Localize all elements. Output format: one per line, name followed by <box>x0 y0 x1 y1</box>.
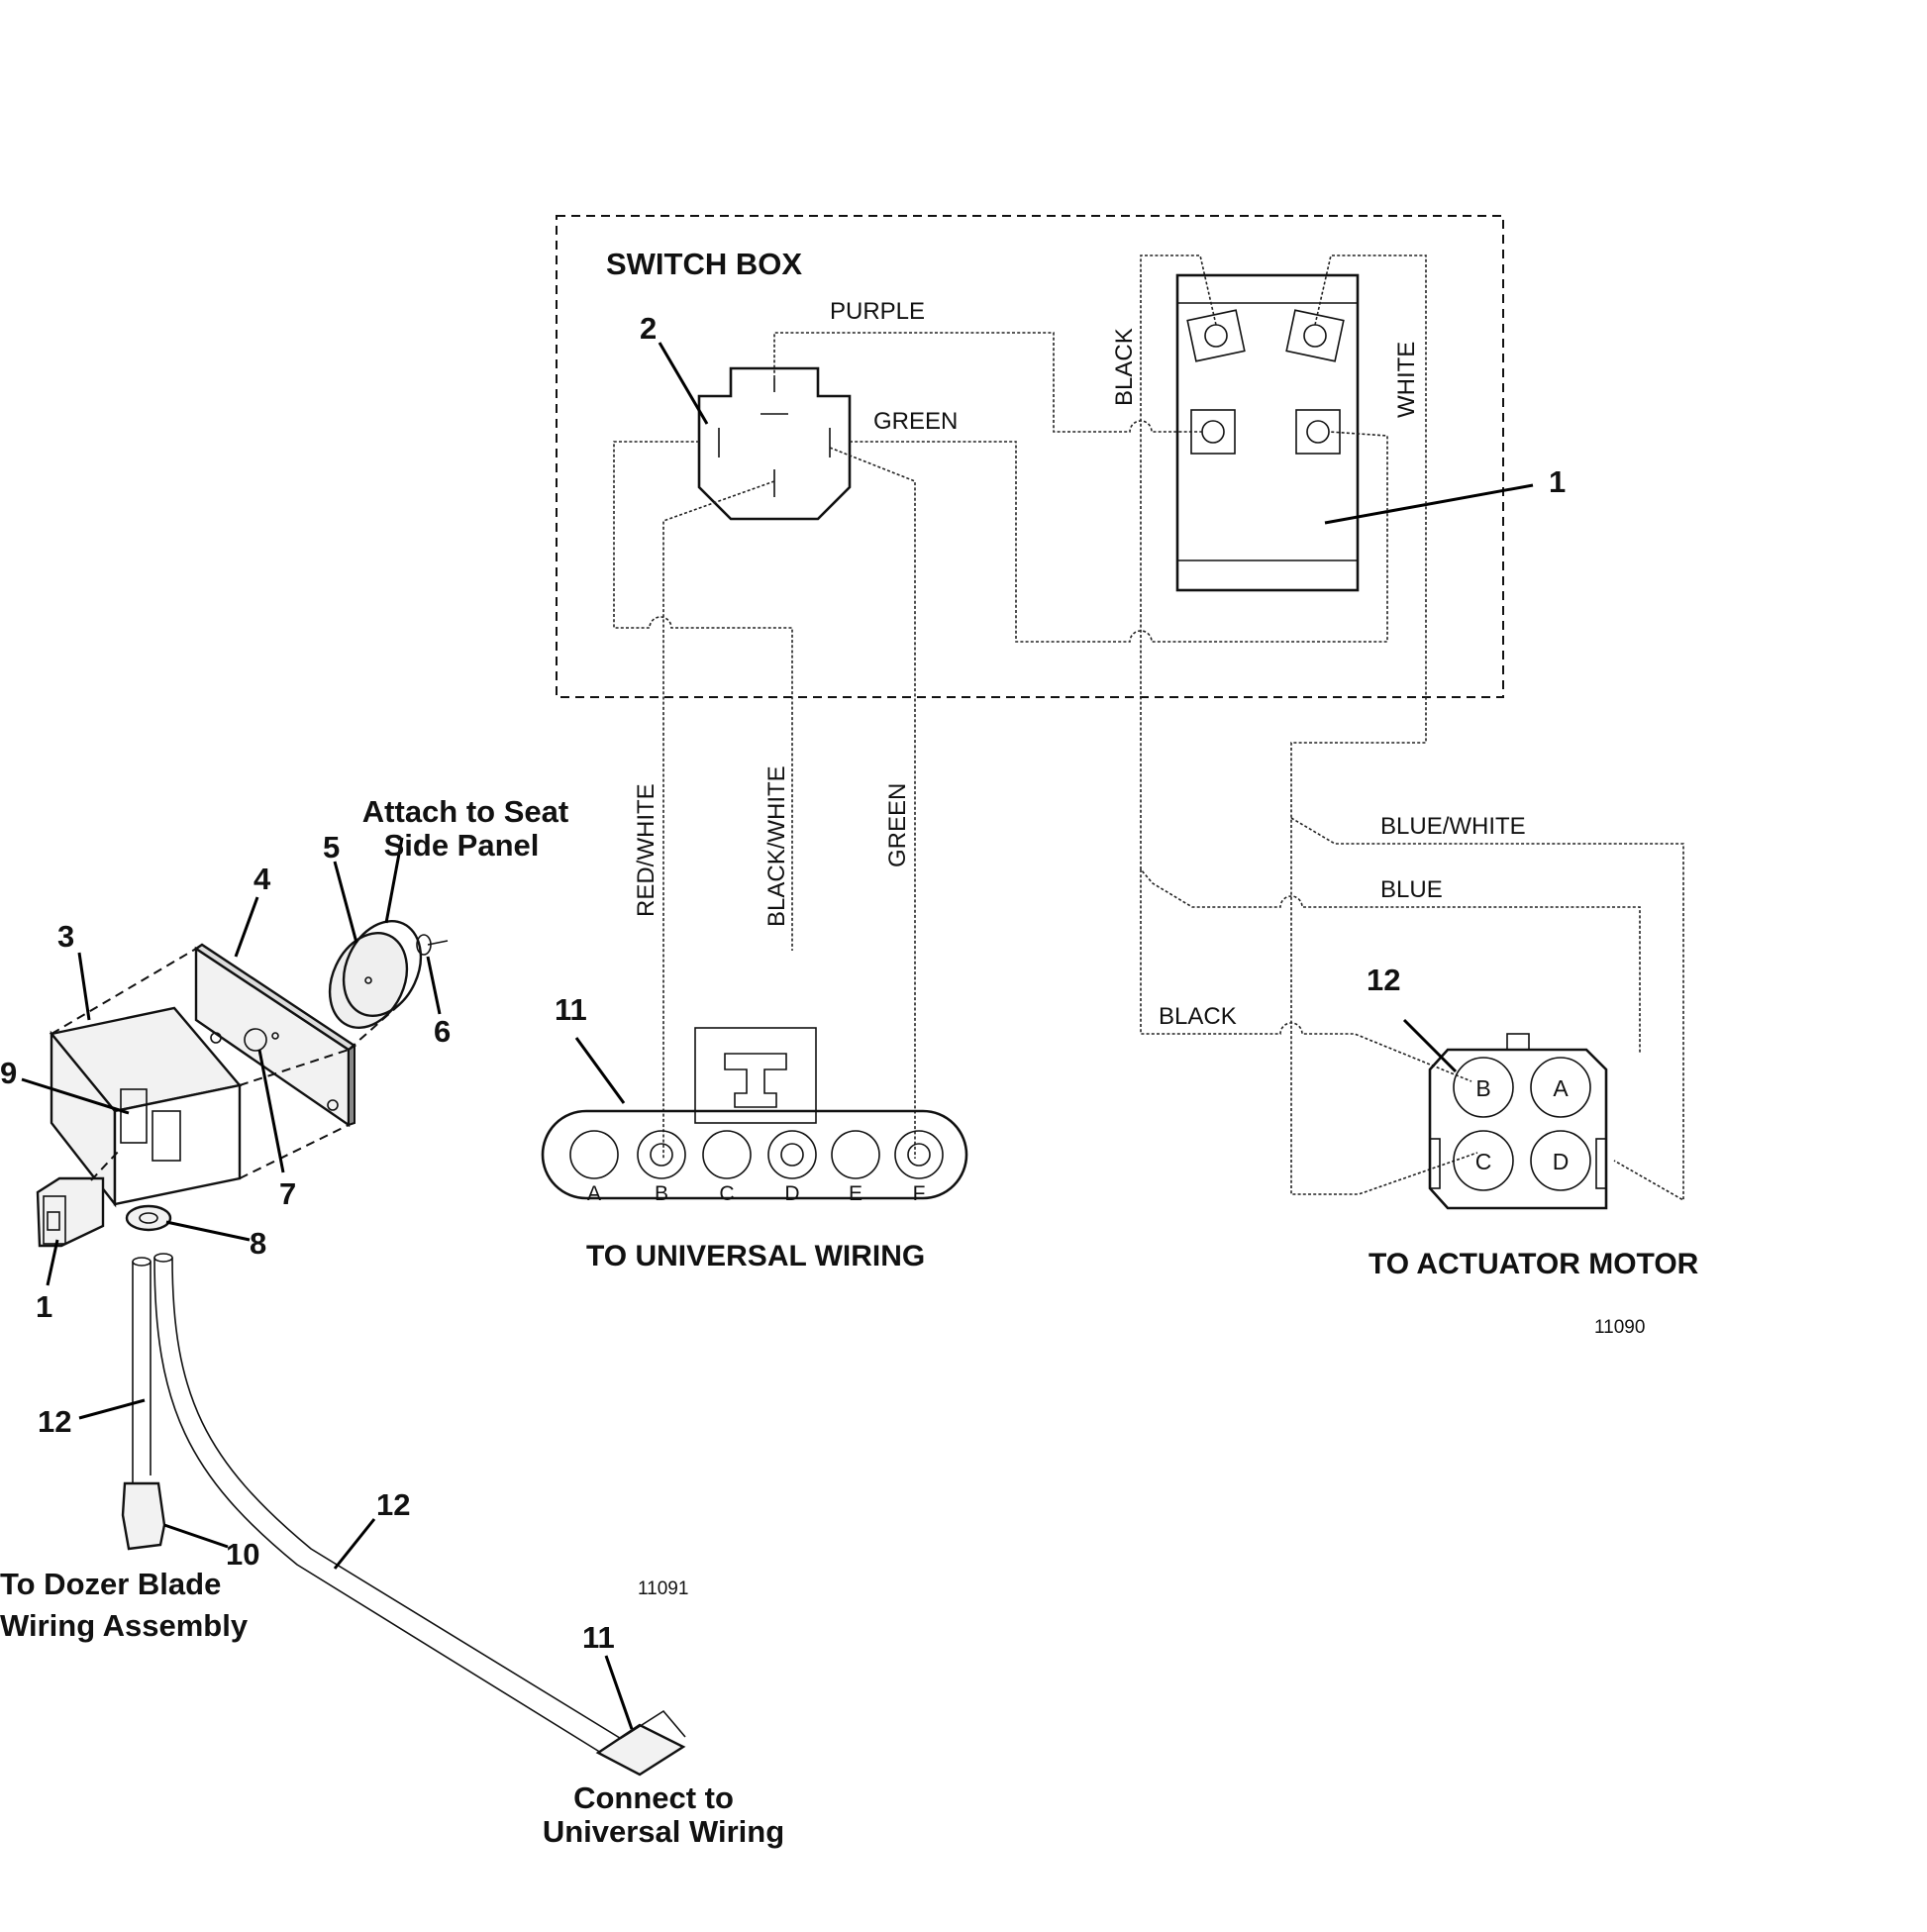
assembly-callout-leaders <box>21 837 634 1730</box>
internal-wiring <box>613 254 1684 1202</box>
switch-callout: 1 <box>1549 464 1566 499</box>
callout-7: 7 <box>279 1176 296 1211</box>
callout-1: 1 <box>36 1289 52 1324</box>
actuator-connector-callout-leader <box>1402 1018 1458 1073</box>
universal-connector-callout: 11 <box>555 992 587 1027</box>
switch-box-outline <box>556 215 1504 698</box>
callout-11: 11 <box>582 1620 615 1655</box>
callout-6: 6 <box>434 1014 451 1049</box>
to-universal-wiring-label: TO UNIVERSAL WIRING <box>586 1240 925 1272</box>
actuator-connector <box>1428 1033 1608 1210</box>
dozer-note-line-2: Wiring Assembly <box>0 1608 249 1643</box>
wire-label-blue-white: BLUE/WHITE <box>1380 813 1526 840</box>
wiring-harness <box>121 1253 686 1777</box>
universal-connector-callout-leader <box>574 1037 626 1104</box>
callout-9: 9 <box>0 1056 17 1090</box>
callout-8: 8 <box>250 1226 266 1261</box>
grommet <box>125 1204 172 1232</box>
connect-note-line-2: Universal Wiring <box>543 1814 784 1849</box>
wire-label-white-vertical: WHITE <box>1393 342 1420 418</box>
callout-12-right: 12 <box>376 1487 410 1522</box>
exploded-assembly: 3 4 5 6 7 8 9 1 12 10 12 11 Attach to Se… <box>0 794 784 1849</box>
relay-callout-leader <box>658 342 709 425</box>
universal-connector <box>541 1027 968 1200</box>
dozer-note-line-1: To Dozer Blade <box>0 1567 221 1601</box>
callout-4: 4 <box>254 862 271 896</box>
callout-12-left: 12 <box>38 1404 71 1439</box>
wire-label-black-white: BLACK/WHITE <box>763 765 790 927</box>
universal-pin-label: A <box>587 1182 601 1205</box>
actuator-pin-label: A <box>1553 1075 1569 1101</box>
universal-pin-label: F <box>913 1182 926 1205</box>
attach-note-line-1: Attach to Seat <box>362 794 568 829</box>
actuator-pin-label: D <box>1553 1149 1570 1174</box>
actuator-pin-label: C <box>1475 1149 1492 1174</box>
wire-label-purple: PURPLE <box>830 298 925 325</box>
switch-callout-leader <box>1324 483 1534 525</box>
universal-pin-label: D <box>784 1182 799 1205</box>
wire-label-green-vertical: GREEN <box>884 783 911 867</box>
actuator-connector-callout: 12 <box>1367 963 1400 997</box>
to-actuator-motor-label: TO ACTUATOR MOTOR <box>1369 1248 1699 1280</box>
callout-10: 10 <box>226 1537 259 1572</box>
wire-label-red-white: RED/WHITE <box>633 783 659 917</box>
switch-box-schematic: SWITCH BOX 2 1 <box>541 215 1699 1338</box>
wire-label-black-bottom: BLACK <box>1159 1003 1237 1030</box>
wire-label-green: GREEN <box>873 408 958 435</box>
explosion-lines <box>51 948 401 1181</box>
universal-pin-label: E <box>849 1182 862 1205</box>
actuator-pin-label: B <box>1475 1075 1490 1101</box>
callout-5: 5 <box>323 830 340 864</box>
screw <box>416 934 449 956</box>
connect-note-line-1: Connect to <box>573 1780 734 1815</box>
universal-pin-label: C <box>719 1182 734 1205</box>
relay-callout: 2 <box>640 311 657 346</box>
rocker-switch-schematic <box>1175 273 1360 592</box>
universal-pin-label: B <box>655 1182 668 1205</box>
wire-label-blue: BLUE <box>1380 876 1443 903</box>
wire-label-black-vertical: BLACK <box>1111 328 1138 406</box>
switch-box-title: SWITCH BOX <box>606 247 802 281</box>
assembly-figure-number: 11091 <box>638 1578 688 1599</box>
relay <box>697 366 852 521</box>
callout-3: 3 <box>57 919 74 954</box>
rubber-pad <box>328 919 423 1030</box>
attach-note-line-2: Side Panel <box>384 828 540 863</box>
rocker-switch <box>36 1176 105 1248</box>
schematic-figure-number: 11090 <box>1594 1317 1645 1338</box>
